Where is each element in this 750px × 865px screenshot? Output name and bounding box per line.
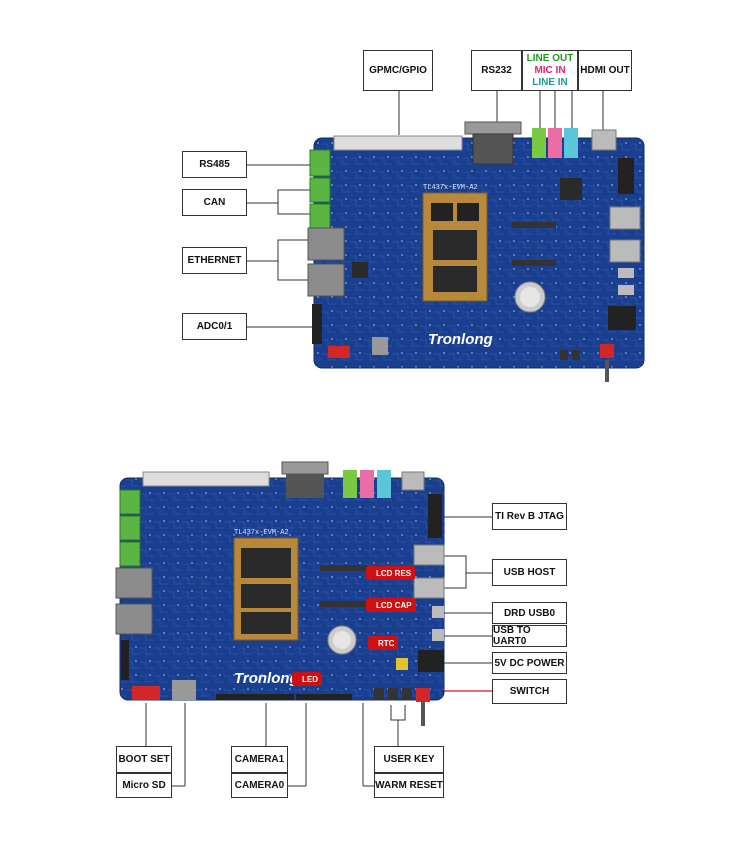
label-usb-to-uart0: USB TO UART0 <box>492 625 567 647</box>
label-camera1: CAMERA1 <box>231 746 288 773</box>
label-warm-reset: WARM RESET <box>374 773 444 798</box>
ribbon-lcd-res: LCD RES <box>366 566 416 580</box>
label-can: CAN <box>182 189 247 216</box>
board-bottom-brand: Tronlong <box>234 670 299 687</box>
label-boot-set: BOOT SET <box>116 746 172 773</box>
ribbon-rtc: RTC <box>368 636 399 650</box>
board-top-silk: TL437x-EVM-A2 <box>423 184 478 192</box>
label-gpmc-gpio: GPMC/GPIO <box>363 50 433 91</box>
label-audio-group: LINE OUT MIC IN LINE IN <box>522 50 578 91</box>
label-line-out: LINE OUT <box>526 52 574 64</box>
ribbon-led: LED <box>292 672 322 686</box>
label-hdmi-out: HDMI OUT <box>578 50 632 91</box>
ribbon-lcd-cap: LCD CAP <box>366 598 416 612</box>
label-switch: SWITCH <box>492 679 567 704</box>
board-top-brand: Tronlong <box>428 331 493 348</box>
label-micro-sd: Micro SD <box>116 773 172 798</box>
label-camera0: CAMERA0 <box>231 773 288 798</box>
label-rs232: RS232 <box>471 50 522 91</box>
label-user-key: USER KEY <box>374 746 444 773</box>
board-bottom-silk: TL437x-EVM-A2 <box>234 529 289 537</box>
label-ethernet: ETHERNET <box>182 247 247 274</box>
label-usb-host: USB HOST <box>492 559 567 586</box>
label-mic-in: MIC IN <box>534 64 566 76</box>
label-drd-usb0: DRD USB0 <box>492 602 567 624</box>
label-jtag: TI Rev B JTAG <box>492 503 567 530</box>
label-adc: ADC0/1 <box>182 313 247 340</box>
label-5v-dc-power: 5V DC POWER <box>492 652 567 674</box>
label-rs485: RS485 <box>182 151 247 178</box>
label-line-in: LINE IN <box>532 76 568 88</box>
